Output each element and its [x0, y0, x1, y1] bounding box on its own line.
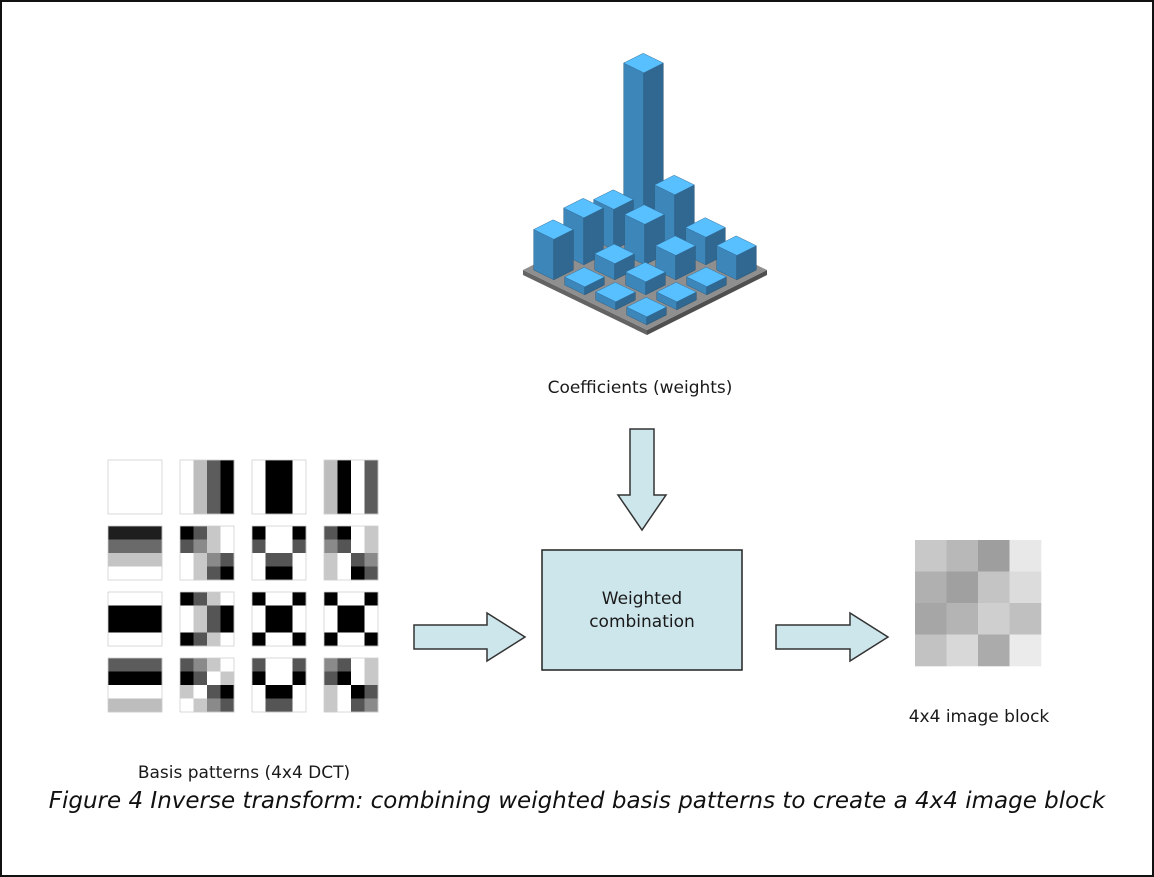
- coefficient-bar: [626, 297, 667, 326]
- basis-pattern-tile: [251, 459, 307, 515]
- coefficient-bar: [716, 235, 757, 281]
- output-pixel: [946, 540, 979, 572]
- output-pixel: [915, 603, 947, 635]
- basis-pattern-tile: [251, 591, 307, 647]
- coefficient-bar: [686, 266, 727, 296]
- coefficient-bar: [564, 267, 605, 296]
- arrow-combination-to-output: [775, 611, 890, 663]
- basis-pattern-tile: [323, 459, 379, 515]
- output-pixel: [1009, 634, 1042, 667]
- output-pixel: [978, 540, 1010, 572]
- arrow-coefficients-to-combination: [616, 428, 668, 532]
- coefficient-bar: [625, 262, 666, 296]
- basis-pattern-tile: [179, 459, 235, 515]
- basis-pattern-tile: [323, 591, 379, 647]
- coefficient-bar-plot: [523, 53, 767, 335]
- coefficient-bar: [656, 282, 697, 311]
- output-pixel: [978, 571, 1010, 604]
- basis-pattern-tile: [323, 657, 379, 713]
- basis-pattern-tile: [179, 525, 235, 581]
- basis-pattern-tile: [107, 591, 163, 647]
- output-pixel: [978, 634, 1010, 667]
- output-pixel: [1009, 571, 1042, 604]
- basis-pattern-tile: [107, 459, 163, 515]
- output-pixel: [978, 603, 1010, 635]
- basis-pattern-tile: [251, 657, 307, 713]
- coefficient-bar: [533, 219, 574, 281]
- plate-front-left-edge: [523, 270, 647, 335]
- weighted-combination-box: [541, 549, 743, 671]
- basis-pattern-tile: [107, 525, 163, 581]
- output-image-block: [915, 540, 1042, 667]
- basis-patterns-label: Basis patterns (4x4 DCT): [138, 763, 350, 783]
- basis-pattern-tile: [179, 591, 235, 647]
- output-pixel: [946, 603, 979, 635]
- basis-pattern-tile: [251, 525, 307, 581]
- basis-pattern-tile: [107, 657, 163, 713]
- basis-pattern-tile: [323, 525, 379, 581]
- coefficient-bar: [655, 235, 696, 281]
- basis-patterns-grid: [107, 459, 379, 713]
- output-pixel: [1009, 603, 1042, 635]
- output-pixel: [946, 634, 979, 667]
- output-pixel: [915, 540, 947, 572]
- output-label: 4x4 image block: [909, 707, 1050, 727]
- output-pixel: [1009, 540, 1042, 572]
- figure-caption: Figure 4 Inverse transform: combining we…: [48, 788, 1106, 814]
- output-pixel: [915, 571, 947, 604]
- basis-pattern-tile: [179, 657, 235, 713]
- coefficient-bar: [595, 282, 636, 311]
- output-pixel: [915, 634, 947, 667]
- arrow-basis-to-combination: [413, 611, 527, 663]
- coefficients-label: Coefficients (weights): [548, 378, 733, 398]
- combination-label-line2: combination: [589, 612, 695, 632]
- plate-front-right-edge: [647, 270, 767, 335]
- output-pixel: [946, 571, 979, 604]
- combination-label-line1: Weighted: [602, 589, 682, 609]
- coefficient-bar: [594, 243, 635, 281]
